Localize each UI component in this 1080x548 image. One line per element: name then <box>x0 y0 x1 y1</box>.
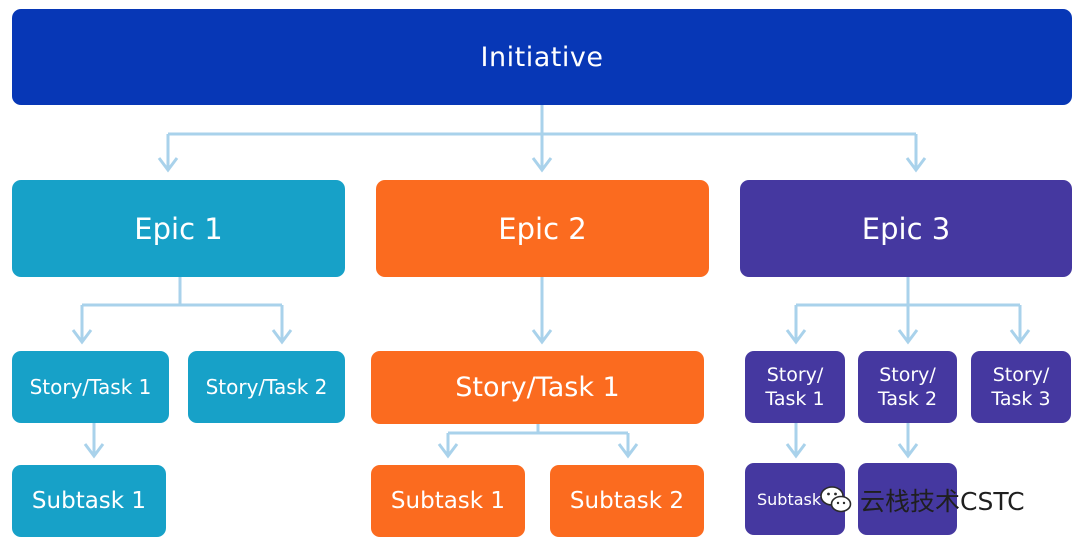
arrowhead <box>437 443 459 459</box>
arrowhead <box>271 329 293 345</box>
epic-2-subtask-2-label: Subtask 2 <box>569 488 685 514</box>
arrowhead <box>785 443 807 459</box>
arrowhead <box>531 329 553 345</box>
initiative-label: Initiative <box>480 41 604 73</box>
initiative-box: Initiative <box>12 9 1072 105</box>
epic-2-story-1-label: Story/Task 1 <box>455 372 620 403</box>
arrowhead <box>157 157 179 173</box>
epic-3-subtask-1-label: Subtask <box>757 489 822 509</box>
connector-epic3-stories <box>794 277 1022 340</box>
epic-3-story-2-label: Story/ Task 2 <box>877 364 938 410</box>
arrowhead <box>785 329 807 345</box>
epic-3-story-2-box: Story/ Task 2 <box>858 351 957 423</box>
epic-1-label: Epic 1 <box>134 211 223 246</box>
epic-2-subtask-1-label: Subtask 1 <box>390 488 506 514</box>
epic-3-label: Epic 3 <box>861 211 951 246</box>
epic-3-story-1-label: Story/ Task 1 <box>765 364 825 410</box>
connector-epic1-stories <box>80 277 284 340</box>
arrowhead <box>531 157 553 173</box>
epic-2-subtask-1-box: Subtask 1 <box>371 465 525 537</box>
connector-initiative-epics <box>166 105 918 170</box>
arrowhead <box>897 443 919 459</box>
epic-3-box: Epic 3 <box>740 180 1072 277</box>
arrowhead <box>617 443 639 459</box>
epic-1-subtask-1-label: Subtask 1 <box>31 488 147 514</box>
epic-3-subtask-2-box <box>858 463 957 535</box>
connector-epic3-subtasks <box>794 423 910 454</box>
epic-1-story-1-label: Story/Task 1 <box>29 375 152 399</box>
arrowhead <box>1009 329 1031 345</box>
epic-3-story-3-box: Story/ Task 3 <box>971 351 1071 423</box>
watermark-text: 云栈技术CSTC <box>860 487 1025 516</box>
epic-2-label: Epic 2 <box>498 211 587 246</box>
arrowhead <box>71 329 93 345</box>
epic-2-box: Epic 2 <box>376 180 709 277</box>
arrowhead <box>905 157 927 173</box>
arrowhead <box>897 329 919 345</box>
epic-3-story-1-box: Story/ Task 1 <box>745 351 845 423</box>
arrowhead <box>83 443 105 459</box>
epic-1-box: Epic 1 <box>12 180 345 277</box>
epic-1-story-2-box: Story/Task 2 <box>188 351 345 423</box>
watermark: 云栈技术CSTC <box>820 480 1025 520</box>
wechat-icon <box>820 486 852 513</box>
epic-2-subtask-2-box: Subtask 2 <box>550 465 704 537</box>
epic-1-story-1-box: Story/Task 1 <box>12 351 169 423</box>
epic-1-subtask-1-box: Subtask 1 <box>12 465 166 537</box>
epic-3-story-3-label: Story/ Task 3 <box>991 364 1051 410</box>
connector-epic2-subtasks <box>446 424 630 454</box>
epic-1-story-2-label: Story/Task 2 <box>205 375 328 399</box>
epic-2-story-1-box: Story/Task 1 <box>371 351 704 424</box>
